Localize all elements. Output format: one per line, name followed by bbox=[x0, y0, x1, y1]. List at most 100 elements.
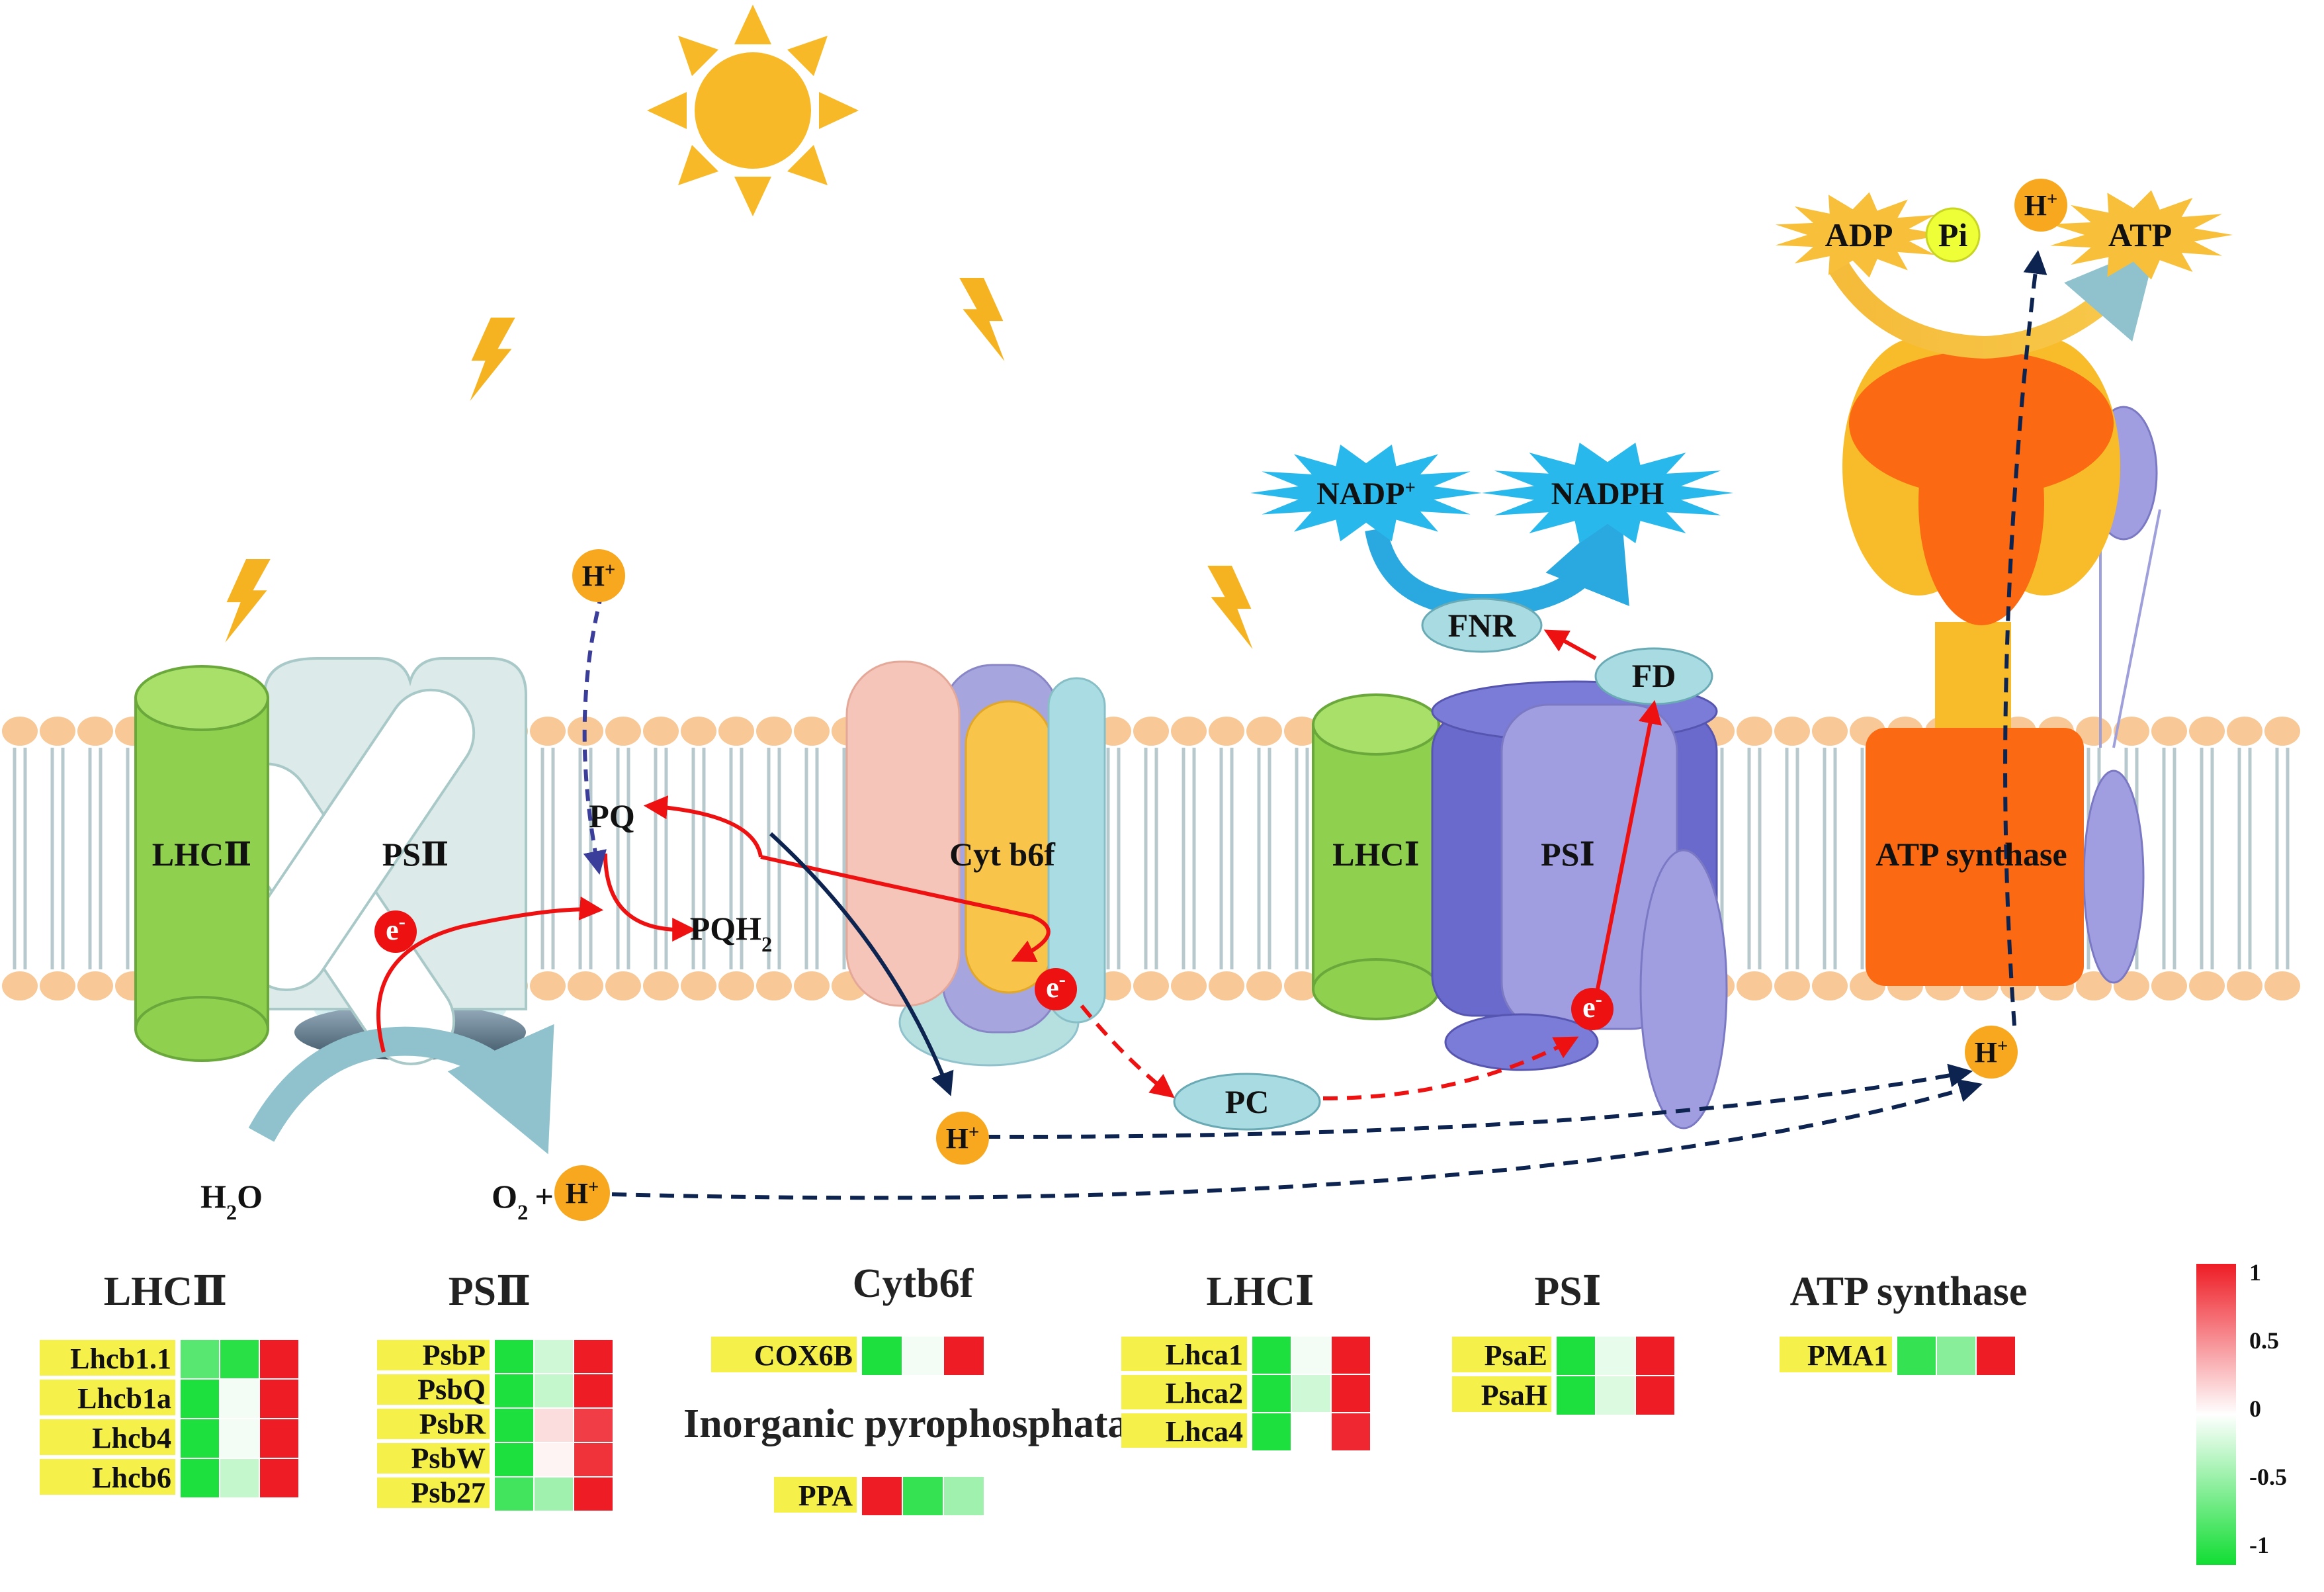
gene-label: Lhcb6 bbox=[92, 1462, 171, 1494]
color-scale-tick: 0 bbox=[2249, 1395, 2261, 1422]
heatmap-cell bbox=[495, 1409, 533, 1442]
heatmap-cell bbox=[574, 1443, 613, 1476]
heatmap-group-title: PSⅡ bbox=[449, 1269, 531, 1314]
color-scale-legend: 10.50-0.5-1 bbox=[2196, 1259, 2287, 1565]
ps1-complex bbox=[1431, 680, 1728, 1129]
heatmap-row: PsaE bbox=[1452, 1337, 1674, 1375]
heatmap-row: Lhcb4 bbox=[40, 1419, 298, 1458]
adp-atp-arc bbox=[1829, 243, 2157, 359]
expression-heatmap: LHCⅡLhcb1.1Lhcb1aLhcb4Lhcb6PSⅡPsbPPsbQPs… bbox=[40, 1259, 2287, 1565]
pi-label: Pi bbox=[1938, 216, 1968, 253]
heatmap-cell bbox=[535, 1478, 573, 1511]
heatmap-row: PsbP bbox=[377, 1339, 613, 1373]
heatmap-cell bbox=[1252, 1375, 1291, 1412]
gene-label: Psb27 bbox=[411, 1476, 486, 1509]
heatmap-cell bbox=[1292, 1337, 1330, 1374]
heatmap-cell bbox=[574, 1478, 613, 1511]
electron-flow-dashed bbox=[1080, 1004, 1579, 1100]
gene-label: Lhcb1a bbox=[77, 1382, 171, 1415]
proton-lumen-flow bbox=[611, 249, 2047, 1200]
gene-highlight bbox=[1121, 1413, 1247, 1448]
heatmap-cell bbox=[535, 1409, 573, 1442]
cytb6f-complex bbox=[845, 660, 1106, 1067]
heatmap-group-title: Inorganic pyrophosphatase bbox=[683, 1401, 1162, 1446]
heatmap-cell bbox=[1977, 1337, 2015, 1375]
ps1-label: PSⅠ bbox=[1541, 836, 1595, 873]
gene-highlight bbox=[377, 1443, 490, 1474]
heatmap-group-title: PSⅠ bbox=[1534, 1269, 1601, 1314]
gene-label: Lhca4 bbox=[1166, 1415, 1243, 1448]
heatmap-row: Lhca2 bbox=[1121, 1375, 1370, 1412]
heatmap-cell bbox=[574, 1340, 613, 1373]
color-scale-tick: -1 bbox=[2249, 1532, 2269, 1558]
adp-starburst bbox=[1775, 192, 1945, 278]
pqh2-label: PQH2 bbox=[690, 910, 773, 957]
heatmap-cell bbox=[220, 1380, 259, 1418]
heatmap-cell bbox=[495, 1374, 533, 1407]
electron-label: e- bbox=[386, 910, 406, 946]
heatmap-cell bbox=[1292, 1375, 1330, 1412]
heatmap-cell bbox=[1332, 1413, 1370, 1450]
heatmap-cell bbox=[862, 1337, 902, 1375]
heatmap-row: Lhca1 bbox=[1121, 1337, 1370, 1374]
heatmap-cell bbox=[220, 1340, 259, 1378]
gene-label: Lhcb1.1 bbox=[70, 1343, 171, 1375]
color-scale-tick: 1 bbox=[2249, 1259, 2261, 1286]
electron-badges bbox=[374, 910, 1614, 1030]
pi-badge bbox=[1925, 207, 1981, 263]
proton-label: H+ bbox=[2024, 189, 2058, 222]
heatmap-cell bbox=[1636, 1337, 1674, 1375]
heatmap-row: PMA1 bbox=[1780, 1337, 2015, 1375]
gene-highlight bbox=[40, 1340, 175, 1376]
heatmap-row: PsbW bbox=[377, 1442, 613, 1476]
gene-label: PsbR bbox=[419, 1407, 486, 1440]
heatmap-cell bbox=[181, 1340, 219, 1378]
heatmap-cell bbox=[903, 1337, 943, 1375]
heatmap-cell bbox=[535, 1374, 573, 1407]
gene-label: PsaE bbox=[1485, 1339, 1547, 1372]
color-scale-tick: -0.5 bbox=[2249, 1464, 2287, 1490]
heatmap-cell bbox=[181, 1459, 219, 1497]
gene-label: COX6B bbox=[754, 1339, 853, 1372]
heatmap-cell bbox=[495, 1478, 533, 1511]
pq-label: PQ bbox=[589, 797, 634, 834]
gene-highlight bbox=[40, 1459, 175, 1495]
h2o-label: H2O bbox=[200, 1178, 263, 1225]
heatmap-cell bbox=[1252, 1337, 1291, 1374]
heatmap-group-title: ATP synthase bbox=[1790, 1269, 2028, 1314]
nadp-arc bbox=[1365, 506, 1629, 617]
lightning-icon bbox=[959, 278, 1005, 361]
cytb6f-label: Cyt b6f bbox=[949, 836, 1056, 873]
gene-highlight bbox=[774, 1477, 857, 1513]
heatmap-cell bbox=[1897, 1337, 1936, 1375]
heatmap-cell bbox=[1292, 1413, 1330, 1450]
heatmap-cell bbox=[1332, 1375, 1370, 1412]
proton-label: H+ bbox=[946, 1122, 980, 1155]
proton-cyt-arrow bbox=[769, 832, 954, 1096]
heatmap-cell bbox=[1596, 1376, 1635, 1415]
adp-label: ADP bbox=[1825, 216, 1893, 253]
fnr-label: FNR bbox=[1448, 607, 1517, 644]
gene-label: Lhcb4 bbox=[92, 1422, 171, 1454]
heatmap-row: PPA bbox=[774, 1477, 984, 1515]
heatmap-cell bbox=[903, 1477, 943, 1515]
gene-label: PsaH bbox=[1481, 1379, 1547, 1411]
heatmap-cell bbox=[220, 1459, 259, 1497]
pc-label: PC bbox=[1225, 1083, 1270, 1120]
lightning-icon bbox=[1207, 566, 1253, 649]
gene-label: PPA bbox=[798, 1480, 853, 1512]
heatmap-row: Lhcb1.1 bbox=[40, 1340, 298, 1378]
heatmap-cell bbox=[574, 1374, 613, 1407]
heatmap-cell bbox=[181, 1380, 219, 1418]
heatmap-cell bbox=[260, 1419, 298, 1458]
heatmap-cell bbox=[862, 1477, 902, 1515]
gene-label: Lhca2 bbox=[1166, 1377, 1243, 1409]
heatmap-cell bbox=[260, 1459, 298, 1497]
ps2-complex bbox=[222, 657, 527, 1065]
nadp-starburst bbox=[1250, 444, 1482, 542]
atp-starburst bbox=[2050, 190, 2233, 280]
